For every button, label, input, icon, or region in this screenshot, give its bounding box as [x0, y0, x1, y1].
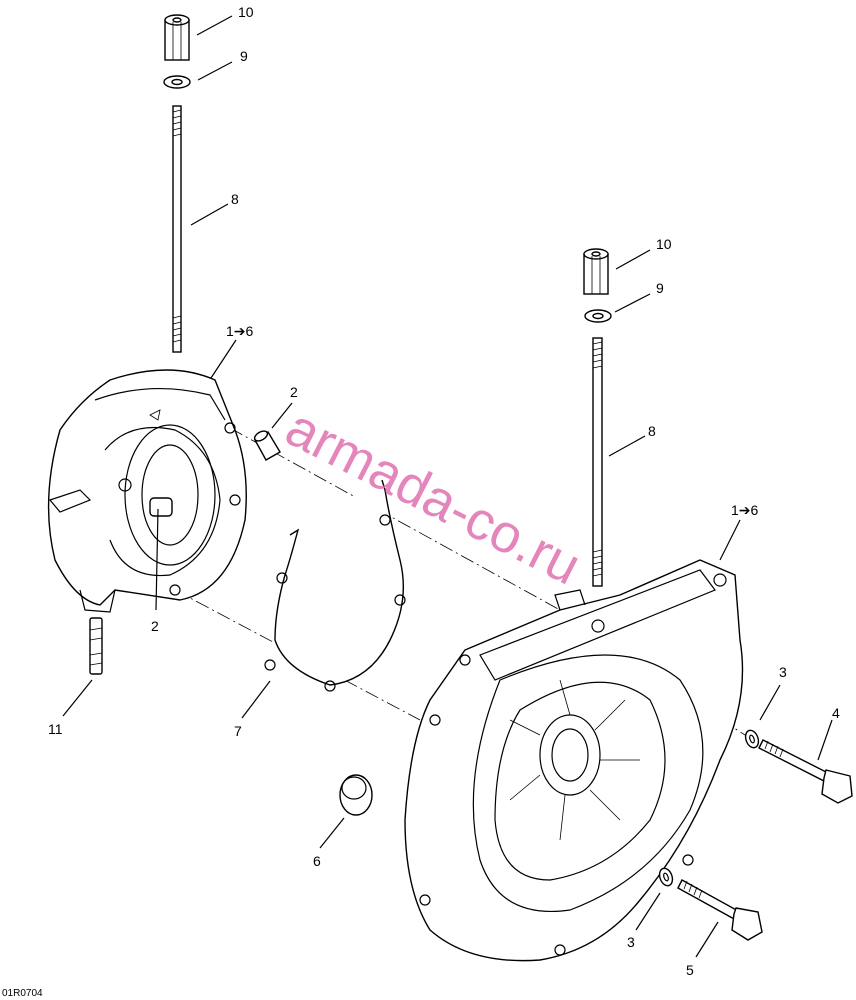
callout-8-right: 8 — [648, 423, 656, 439]
part-7-gasket — [264, 479, 406, 692]
callout-7: 7 — [234, 723, 242, 739]
callout-10-upper: 10 — [238, 4, 254, 20]
callout-1-6-upper: 1➔6 — [226, 323, 254, 339]
part-3-washer-upper — [744, 729, 760, 749]
callout-8-upper: 8 — [231, 191, 239, 207]
callout-5: 5 — [686, 962, 694, 978]
callout-3-upper: 3 — [779, 664, 787, 680]
part-5-bolt — [677, 879, 763, 941]
right-housing — [404, 559, 744, 962]
callout-9-right: 9 — [656, 280, 664, 296]
part-9-washer-right — [584, 309, 612, 323]
callout-3-lower: 3 — [627, 934, 635, 950]
callout-labels: 10 9 8 1➔6 2 2 11 7 10 9 8 1➔6 3 4 6 3 5 — [48, 4, 840, 978]
part-8-stud-upper — [172, 105, 182, 353]
callout-6: 6 — [313, 853, 321, 869]
part-10-nut-right — [583, 248, 609, 295]
part-8-stud-right — [592, 337, 603, 587]
part-3-washer-lower — [658, 867, 674, 887]
part-11-stud — [89, 617, 103, 675]
callout-11: 11 — [48, 721, 63, 737]
callout-leader-lines — [62, 15, 833, 958]
part-10-nut-upper — [164, 14, 190, 61]
callout-2-lower: 2 — [151, 618, 159, 634]
callout-4: 4 — [832, 705, 840, 721]
part-2-dowel-upper — [253, 430, 281, 461]
callout-9-upper: 9 — [240, 48, 248, 64]
callout-10-right: 10 — [656, 236, 672, 252]
callout-1-6-right: 1➔6 — [731, 502, 759, 518]
figure-code: 01R0704 — [2, 988, 43, 999]
part-9-washer-upper — [163, 75, 191, 89]
part-6-plug — [339, 774, 373, 816]
callout-2-upper: 2 — [290, 384, 298, 400]
left-housing — [47, 369, 247, 613]
part-4-bolt — [758, 739, 853, 804]
